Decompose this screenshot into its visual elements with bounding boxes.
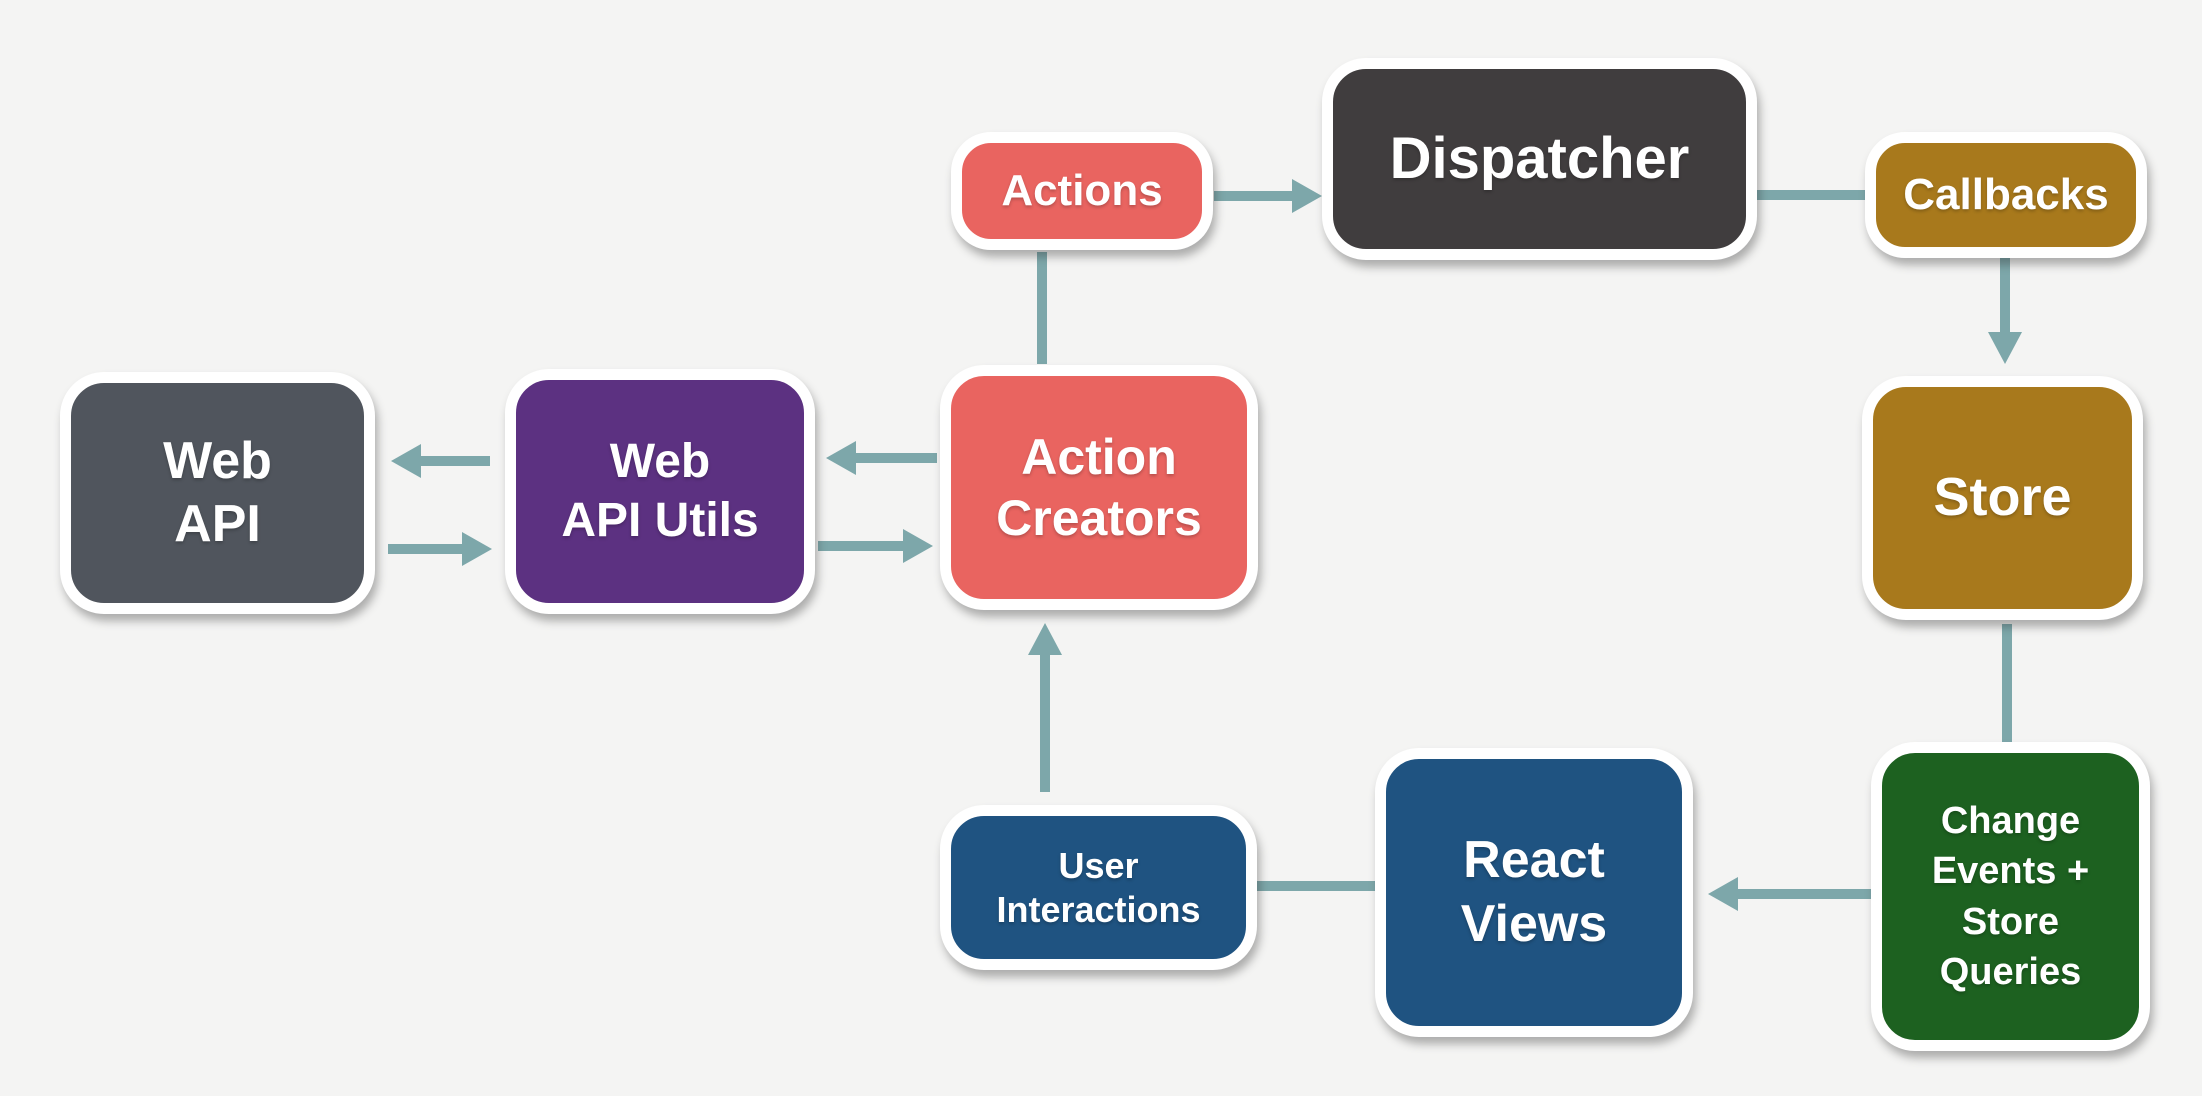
node-web-api: Web API xyxy=(60,372,375,614)
connector-action-creators-to-actions-line xyxy=(1037,252,1047,364)
connector-user-interactions-to-action-creators-line xyxy=(1040,652,1050,792)
connector-callbacks-to-store-line xyxy=(2000,258,2010,332)
connector-web-api-utils-to-action-creators-line xyxy=(818,541,903,551)
node-dispatcher: Dispatcher xyxy=(1322,58,1757,260)
connector-web-api-utils-to-web-api-line xyxy=(418,456,490,466)
node-change-events-store-queries: Change Events + Store Queries xyxy=(1871,742,2150,1051)
node-web-api-utils: Web API Utils xyxy=(505,369,815,614)
connector-action-creators-to-web-api-utils-line xyxy=(853,453,937,463)
connector-callbacks-to-store-arrowhead-icon xyxy=(1988,332,2022,367)
node-actions: Actions xyxy=(951,132,1213,250)
connector-dispatcher-to-callbacks-line xyxy=(1757,190,1865,200)
node-callbacks: Callbacks xyxy=(1865,132,2147,258)
connector-store-to-change-events-line xyxy=(2002,624,2012,742)
connector-web-api-utils-to-action-creators-arrowhead-icon xyxy=(903,529,936,563)
node-react-views: React Views xyxy=(1375,748,1693,1037)
node-store: Store xyxy=(1862,376,2143,620)
connector-web-api-utils-to-web-api-arrowhead-icon xyxy=(388,444,421,478)
connector-user-interactions-to-action-creators-arrowhead-icon xyxy=(1028,620,1062,655)
connector-actions-to-dispatcher-arrowhead-icon xyxy=(1292,179,1325,213)
connector-react-views-to-user-interactions-line xyxy=(1257,881,1375,891)
connector-change-events-to-react-views-line xyxy=(1735,889,1871,899)
connector-web-api-to-web-api-utils-arrowhead-icon xyxy=(462,532,495,566)
node-action-creators: Action Creators xyxy=(940,365,1258,610)
connector-action-creators-to-web-api-utils-arrowhead-icon xyxy=(823,441,856,475)
connector-change-events-to-react-views-arrowhead-icon xyxy=(1705,877,1738,911)
node-user-interactions: User Interactions xyxy=(940,805,1257,970)
connector-web-api-to-web-api-utils-line xyxy=(388,544,462,554)
connector-actions-to-dispatcher-line xyxy=(1214,191,1292,201)
